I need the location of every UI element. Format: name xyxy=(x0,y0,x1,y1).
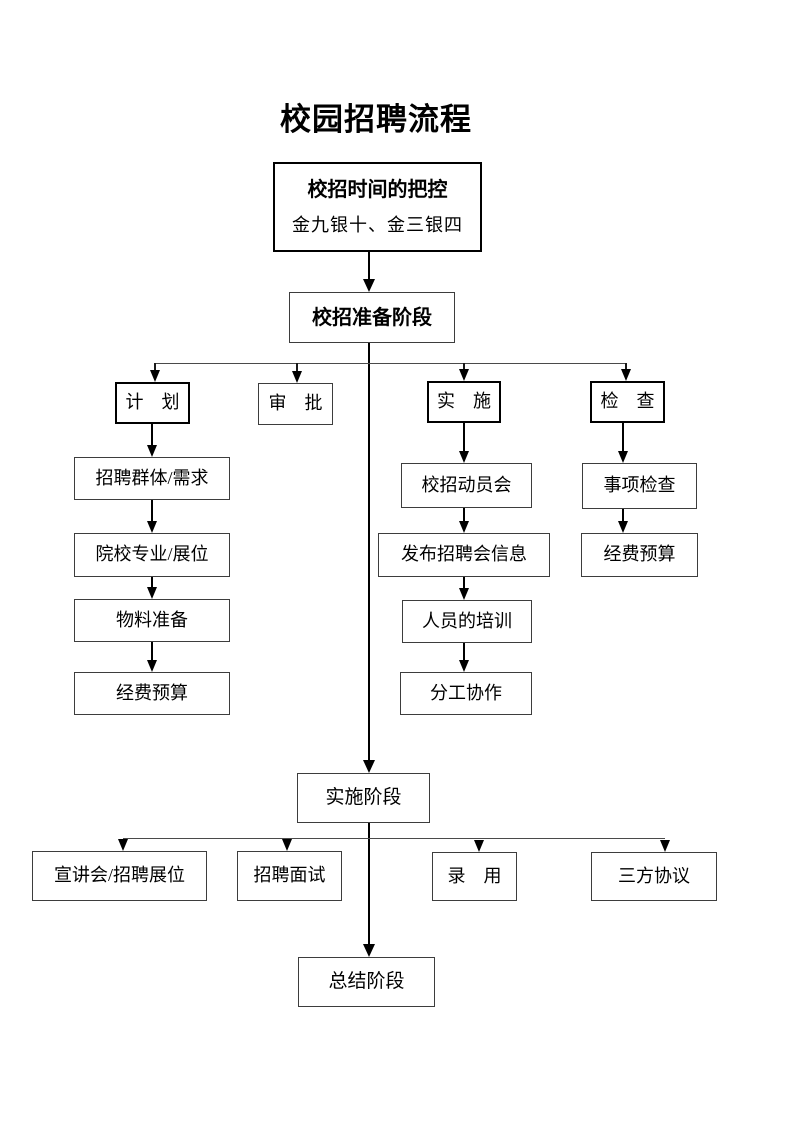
arrowhead-impl-stage xyxy=(363,760,375,773)
arrowhead-approve xyxy=(292,371,302,383)
node-budget-right: 经费预算 xyxy=(581,533,698,577)
node-hire: 录 用 xyxy=(432,852,517,901)
node-mobilization: 校招动员会 xyxy=(401,463,532,508)
arrowhead-item-check xyxy=(618,451,628,463)
arrowhead-budget-right xyxy=(618,521,628,533)
connector-branch-implement xyxy=(463,363,465,370)
connector-inspect-itemcheck xyxy=(622,423,624,452)
node-division: 分工协作 xyxy=(400,672,532,715)
arrowhead-summary-stage xyxy=(363,944,375,957)
node-prep-stage: 校招准备阶段 xyxy=(289,292,455,343)
node-publish-info: 发布招聘会信息 xyxy=(378,533,550,577)
connector-impl-summary xyxy=(368,823,370,945)
node-agreement: 三方协议 xyxy=(591,852,717,901)
node-training: 人员的培训 xyxy=(402,600,532,643)
node-timing: 校招时间的把控 金九银十、金三银四 xyxy=(273,162,482,252)
arrowhead-school-major xyxy=(147,521,157,533)
connector-publish-training xyxy=(463,577,465,589)
arrowhead-agreement xyxy=(660,840,670,852)
connector-materials-budget xyxy=(151,642,153,661)
node-approve: 审 批 xyxy=(258,383,333,425)
node-impl-stage: 实施阶段 xyxy=(297,773,430,823)
node-inspect: 检 查 xyxy=(590,381,665,423)
arrowhead-hire xyxy=(474,840,484,852)
diagram-title: 校园招聘流程 xyxy=(280,102,472,137)
node-implement: 实 施 xyxy=(427,381,501,423)
arrowhead-budget-left xyxy=(147,660,157,672)
connector-plan-recruit xyxy=(151,424,153,446)
branch-line-top xyxy=(155,363,626,364)
arrowhead-interview xyxy=(282,839,292,851)
arrowhead-publish-info xyxy=(459,521,469,533)
arrowhead-materials xyxy=(147,587,157,599)
arrowhead-implement xyxy=(459,369,469,381)
node-timing-title: 校招时间的把控 xyxy=(307,178,448,201)
connector-recruit-school xyxy=(151,500,153,522)
arrowhead-timing-prep xyxy=(363,279,375,292)
node-school-major: 院校专业/展位 xyxy=(74,533,230,577)
connector-school-materials xyxy=(151,577,153,588)
arrowhead-recruit-group xyxy=(147,445,157,457)
node-item-check: 事项检查 xyxy=(582,463,697,509)
connector-training-division xyxy=(463,643,465,661)
arrowhead-mobilization xyxy=(459,451,469,463)
node-plan: 计 划 xyxy=(115,382,190,424)
connector-timing-prep xyxy=(368,252,370,281)
arrowhead-plan xyxy=(150,370,160,382)
node-recruit-group: 招聘群体/需求 xyxy=(74,457,230,500)
branch-line-bottom xyxy=(123,838,665,839)
arrowhead-presentation xyxy=(118,839,128,851)
connector-branch-inspect xyxy=(625,363,627,370)
connector-branch-plan xyxy=(154,363,156,371)
node-summary-stage: 总结阶段 xyxy=(298,957,435,1007)
node-budget-left: 经费预算 xyxy=(74,672,230,715)
connector-main-trunk xyxy=(368,343,370,760)
node-materials: 物料准备 xyxy=(74,599,230,642)
node-timing-subtitle: 金九银十、金三银四 xyxy=(292,214,463,235)
node-interview: 招聘面试 xyxy=(237,851,342,901)
connector-branch-approve xyxy=(296,363,298,372)
arrowhead-division xyxy=(459,660,469,672)
arrowhead-training xyxy=(459,588,469,600)
arrowhead-inspect xyxy=(621,369,631,381)
node-presentation: 宣讲会/招聘展位 xyxy=(32,851,207,901)
connector-mobilization-publish xyxy=(463,508,465,522)
connector-itemcheck-budget xyxy=(622,509,624,522)
connector-implement-mobilization xyxy=(463,423,465,452)
